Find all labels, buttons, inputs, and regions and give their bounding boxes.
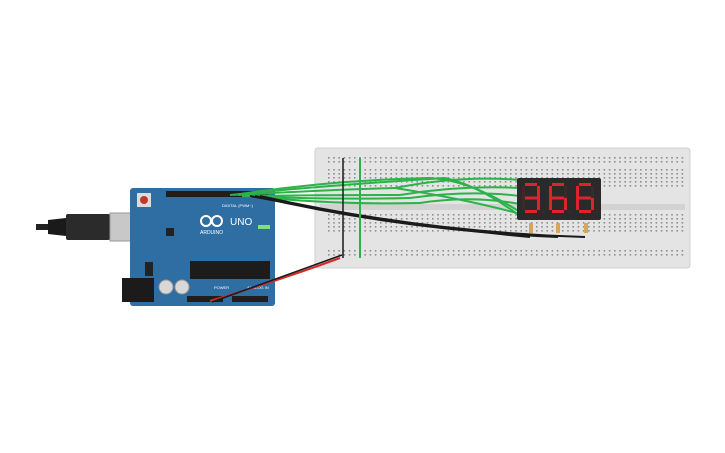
segment-g <box>525 196 537 200</box>
digital-header[interactable] <box>166 191 268 197</box>
seven-segment-display[interactable] <box>517 178 601 220</box>
breadboard-green-wires[interactable] <box>394 177 521 217</box>
segment-f <box>522 186 525 198</box>
segment-c <box>537 198 540 210</box>
arduino-logo-text: ARDUINO <box>200 230 223 236</box>
segment-b <box>564 186 567 198</box>
resistors[interactable] <box>529 223 588 233</box>
wire-black-ground[interactable] <box>211 254 343 303</box>
segment-b <box>591 186 594 198</box>
digital-header-label: DIGITAL (PWM~) <box>222 203 254 208</box>
display-digits <box>522 183 599 214</box>
segment-c <box>564 198 567 210</box>
segment-g <box>552 196 564 200</box>
microcontroller-chip <box>190 261 270 279</box>
segment-e <box>549 198 552 210</box>
capacitor <box>158 279 174 295</box>
segment-e <box>576 198 579 210</box>
arduino-logo-icon <box>200 215 223 227</box>
analog-header[interactable] <box>232 296 268 302</box>
arduino-board[interactable]: ARDUINO UNO DIGITAL (PWM~) POWER ANALOG … <box>122 188 275 306</box>
decimal-point <box>541 210 545 214</box>
segment-a <box>552 183 564 186</box>
power-jack[interactable] <box>122 278 154 302</box>
board-model-label: UNO <box>230 217 252 228</box>
segment-d <box>579 210 591 213</box>
power-label: POWER <box>214 285 229 290</box>
segment-e <box>522 198 525 210</box>
segment-d <box>552 210 564 213</box>
segment-f <box>576 186 579 198</box>
segment-g <box>579 196 591 200</box>
capacitor <box>174 279 190 295</box>
wire-red[interactable] <box>209 257 341 302</box>
breadboard[interactable] <box>314 147 691 269</box>
segment-f <box>549 186 552 198</box>
decimal-point <box>595 210 599 214</box>
segment-a <box>525 183 537 186</box>
segment-b <box>537 186 540 198</box>
power-header[interactable] <box>187 296 223 302</box>
segment-d <box>525 210 537 213</box>
segment-a <box>579 183 591 186</box>
decimal-point <box>568 210 572 214</box>
segment-c <box>591 198 594 210</box>
analog-label: ANALOG IN <box>247 285 269 290</box>
wires-black[interactable] <box>249 195 586 238</box>
